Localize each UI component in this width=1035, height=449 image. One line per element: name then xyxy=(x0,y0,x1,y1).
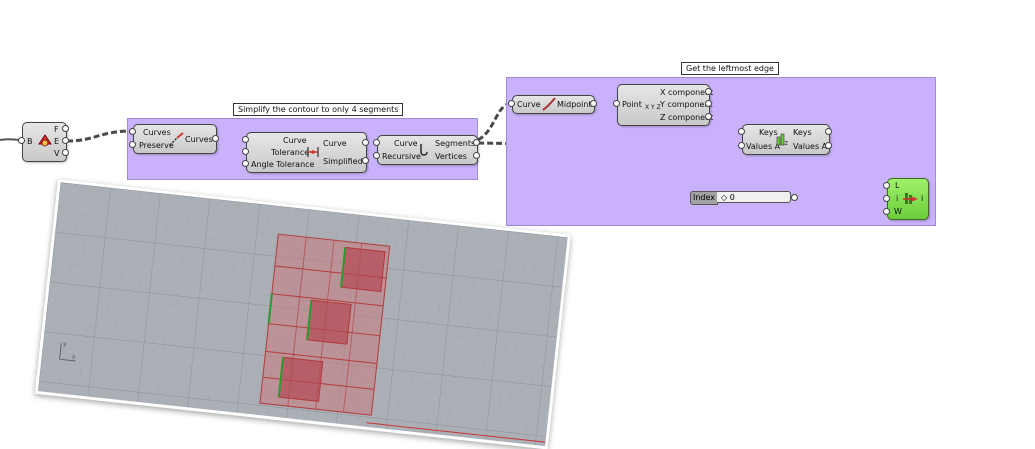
sort-port-in-values[interactable] xyxy=(738,142,745,149)
list-port-in-l[interactable] xyxy=(883,182,890,189)
list-item-icon xyxy=(903,191,917,207)
sort-port-out-keys[interactable] xyxy=(825,128,832,135)
list-input-w: W xyxy=(894,207,902,216)
simplify-port-out-curve[interactable] xyxy=(362,139,369,146)
sort-port-in-keys[interactable] xyxy=(738,128,745,135)
join-input-preserve: Preserve xyxy=(139,141,174,150)
sort-input-values-a: Values A xyxy=(746,142,781,151)
midpoint-input-curve: Curve xyxy=(517,100,541,109)
explode-component[interactable]: Curve Recursive Segments Vertices xyxy=(377,135,478,165)
deconstruct-port-out-x[interactable] xyxy=(705,88,712,95)
join-port-in-preserve[interactable] xyxy=(129,141,136,148)
simplify-output-curve: Curve xyxy=(323,139,347,148)
simplify-input-tolerance: Tolerance xyxy=(271,148,310,157)
viewport-axis-y: y xyxy=(63,341,68,348)
simplify-input-angle-tolerance: Angle Tolerance xyxy=(251,160,315,169)
simplify-port-in-tolerance[interactable] xyxy=(242,148,249,155)
wire-edges-to-join xyxy=(66,129,133,143)
midpoint-icon xyxy=(542,97,556,113)
midpoint-port-out[interactable] xyxy=(590,100,597,107)
brep-input-port[interactable] xyxy=(18,137,25,144)
brep-output-v-port[interactable] xyxy=(62,149,69,156)
deconstruct-output-y: Y component xyxy=(660,100,713,109)
simplify-output-simplified: Simplified xyxy=(323,157,363,166)
simplify-curve-component[interactable]: Curve Tolerance Angle Tolerance Curve Si… xyxy=(246,132,367,173)
brep-icon xyxy=(36,132,54,152)
join-curves-component[interactable]: Curves Preserve Curves xyxy=(133,124,217,154)
viewport-axis-x: x xyxy=(71,354,76,361)
list-output-i: i xyxy=(921,194,924,203)
join-port-out-curves[interactable] xyxy=(212,135,219,142)
curve-midpoint-component[interactable]: Curve Midpoint xyxy=(512,95,595,114)
slider-diamond-icon: ◇ xyxy=(721,193,730,202)
explode-output-vertices: Vertices xyxy=(435,152,467,161)
list-item-component[interactable]: L i W i xyxy=(887,178,929,220)
index-slider-port-out[interactable] xyxy=(791,194,798,201)
deconstruct-port-out-y[interactable] xyxy=(705,100,712,107)
sort-icon: Z xyxy=(776,132,789,148)
viewport-canvas: y x xyxy=(37,182,568,447)
viewport-axis-icon xyxy=(59,343,76,362)
list-port-in-w[interactable] xyxy=(883,208,890,215)
explode-port-out-vertices[interactable] xyxy=(473,152,480,159)
xyz-icon: X Y Z xyxy=(645,104,661,111)
sort-output-values-a: Values A xyxy=(793,142,828,151)
brep-component[interactable]: B F E V xyxy=(22,122,67,162)
explode-port-in-recursive[interactable] xyxy=(373,152,380,159)
join-input-curves: Curves xyxy=(143,128,171,137)
explode-port-in-curve[interactable] xyxy=(373,139,380,146)
midpoint-output: Midpoint xyxy=(557,100,592,109)
index-slider-label: Index xyxy=(690,191,718,205)
deconstruct-output-x: X component xyxy=(660,88,714,97)
index-slider-track[interactable]: ◇ 0 xyxy=(717,191,791,203)
deconstruct-point-component[interactable]: Point X Y Z X component Y component Z co… xyxy=(617,84,714,126)
output-e-label: E xyxy=(54,137,60,146)
output-f-label: F xyxy=(54,125,59,134)
simplify-icon xyxy=(306,145,320,161)
svg-text:Z: Z xyxy=(785,141,789,146)
deconstruct-port-in-point[interactable] xyxy=(613,100,620,107)
red-surface-shape xyxy=(259,233,391,416)
list-port-in-i[interactable] xyxy=(883,195,890,202)
group-simplify-label: Simplify the contour to only 4 segments xyxy=(233,103,404,116)
output-v-label: V xyxy=(54,149,60,158)
index-slider-value: 0 xyxy=(729,193,735,202)
simplify-port-in-curve[interactable] xyxy=(242,136,249,143)
group-leftmost-label: Get the leftmost edge xyxy=(681,62,779,75)
rhino-viewport[interactable]: y x xyxy=(34,179,571,449)
brep-output-f-port[interactable] xyxy=(62,125,69,132)
brep-output-e-port[interactable] xyxy=(62,137,69,144)
explode-output-segments: Segments xyxy=(435,139,476,148)
midpoint-port-in[interactable] xyxy=(508,100,515,107)
index-slider[interactable]: Index ◇ 0 xyxy=(690,191,792,205)
explode-input-recursive: Recursive xyxy=(382,152,421,161)
deconstruct-output-z: Z component xyxy=(660,113,714,122)
green-edges xyxy=(267,247,347,398)
explode-port-out-segments[interactable] xyxy=(473,139,480,146)
simplify-port-in-angle[interactable] xyxy=(242,160,249,167)
simplify-port-out-simplified[interactable] xyxy=(362,157,369,164)
simplify-input-curve: Curve xyxy=(283,136,307,145)
input-b-label: B xyxy=(27,137,33,146)
sort-port-out-values[interactable] xyxy=(825,142,832,149)
join-port-in-curves[interactable] xyxy=(129,128,136,135)
explode-input-curve: Curve xyxy=(394,139,418,148)
sort-input-keys: Keys xyxy=(759,128,778,137)
list-input-i: i xyxy=(896,194,899,203)
explode-icon xyxy=(418,143,430,159)
sort-list-component[interactable]: Keys Values A Z Keys Values A xyxy=(742,124,830,155)
sort-output-keys: Keys xyxy=(793,128,812,137)
join-output-curves: Curves xyxy=(185,135,213,144)
list-input-l: L xyxy=(895,181,900,190)
join-curves-icon xyxy=(169,131,185,149)
deconstruct-port-out-z[interactable] xyxy=(705,113,712,120)
deconstruct-input-point: Point xyxy=(622,100,642,109)
